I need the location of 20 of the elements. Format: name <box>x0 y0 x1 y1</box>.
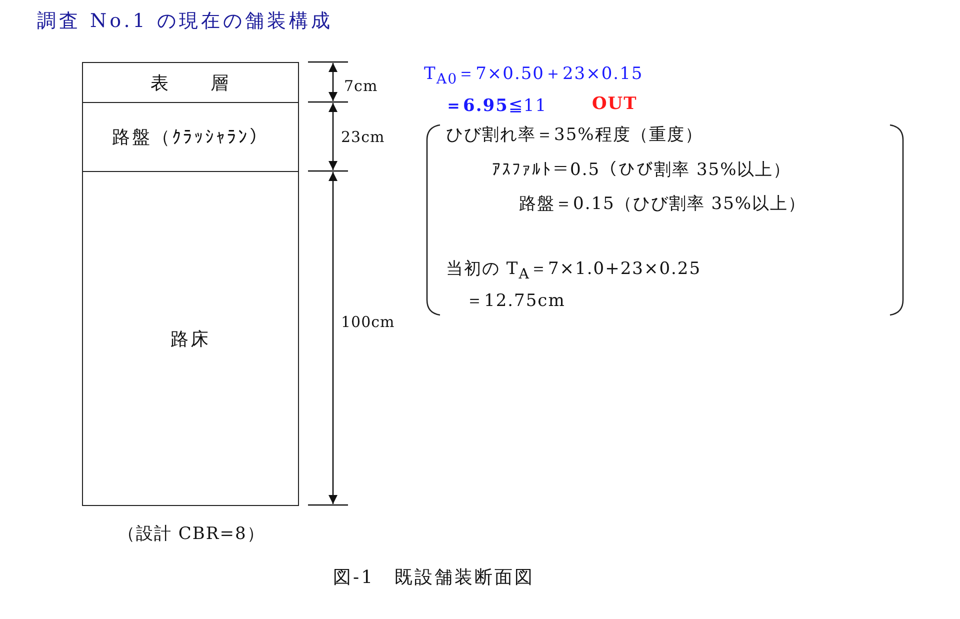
note: （設計 CBR=8） <box>118 523 265 545</box>
layer-name: 路盤（ｸﾗｯｼｬﾗﾝ） <box>112 126 269 149</box>
note: ひび割れ率＝35%程度（重度） <box>446 124 703 146</box>
dimension-label: 23cm <box>341 128 385 146</box>
dimension-label: 100cm <box>341 313 395 331</box>
title: 調査 No.1 の現在の舗装構成 <box>37 9 333 34</box>
layer-box <box>82 103 299 172</box>
formula: ＝12.75cm <box>466 290 566 312</box>
formula: T$_{A0}$＝7×0.50＋23×0.15 <box>424 63 644 88</box>
formula: ＝6.95≦11 <box>445 95 548 117</box>
result-label: OUT <box>592 94 638 114</box>
caption: 図-1 既設舗装断面図 <box>333 566 535 589</box>
layer-name: 路床 <box>170 328 210 350</box>
layer-box <box>82 172 299 506</box>
note: 路盤＝0.15（ひび割率 35%以上） <box>519 193 806 215</box>
layer-name: 表 層 <box>150 72 230 94</box>
note: ｱｽﾌｧﾙﾄ＝0.5（ひび割率 35%以上） <box>492 159 792 181</box>
dimension-label: 7cm <box>344 77 378 95</box>
formula: 当初の T$_{A}$＝7×1.0+23×0.25 <box>446 258 702 282</box>
layer-box <box>82 62 299 103</box>
